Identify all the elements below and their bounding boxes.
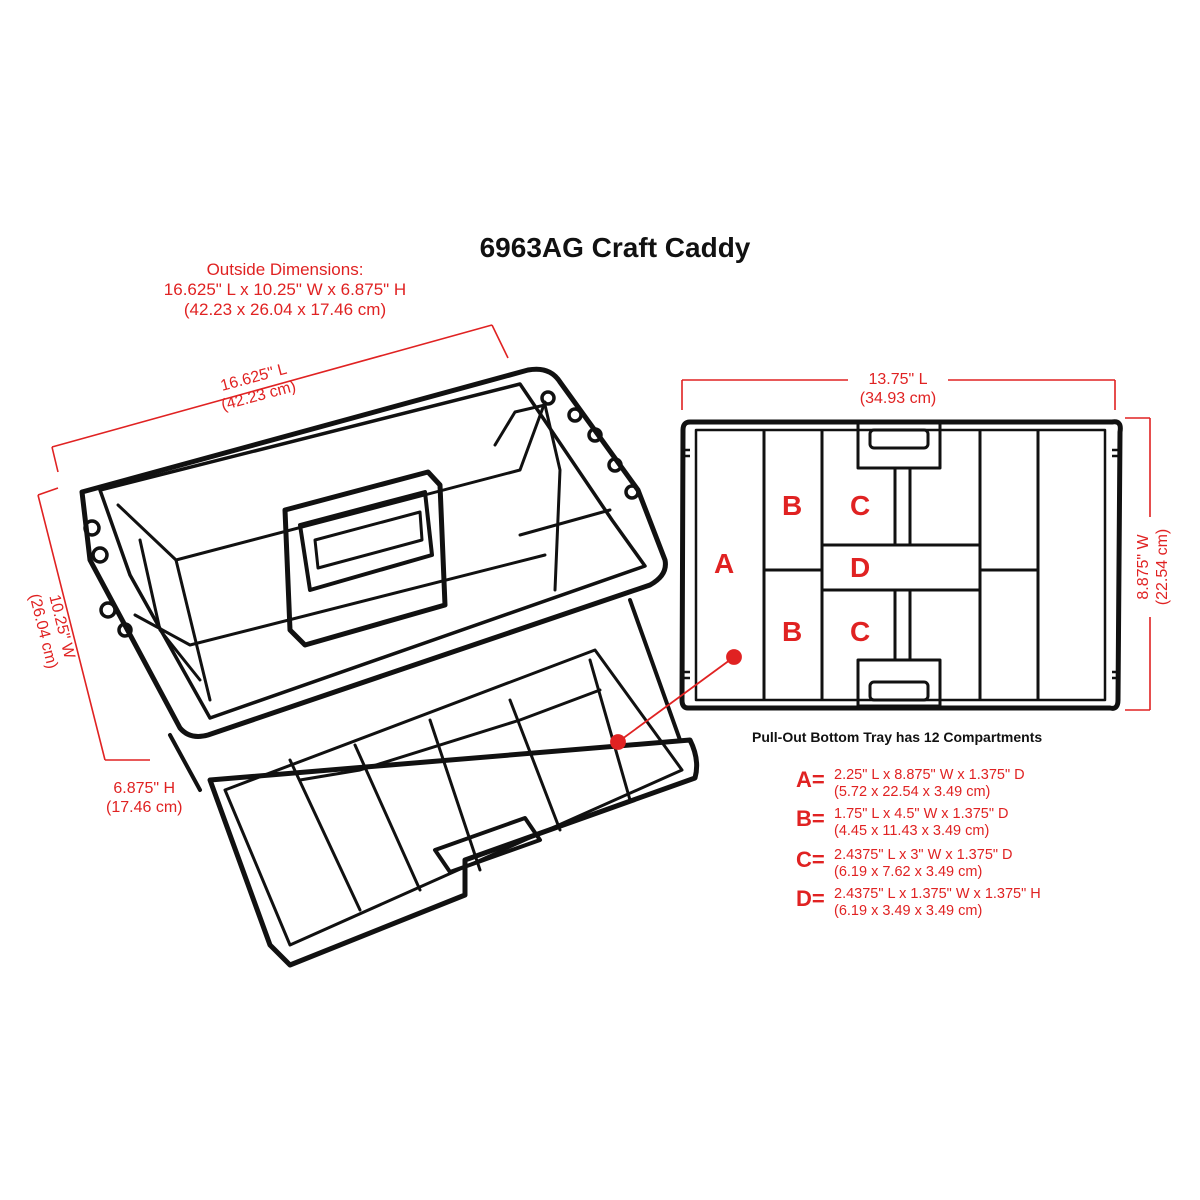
- caddy-handle-grip: [298, 490, 434, 592]
- caddy-inner-left: [174, 558, 212, 702]
- compartment-c-top-label: C: [850, 490, 871, 521]
- caddy-drawer-walls: [288, 658, 632, 912]
- outside-dimensions-line1: 16.625" L x 10.25" W x 6.875" H: [163, 280, 407, 299]
- compartment-b-bottom-label: B: [782, 616, 803, 647]
- compartment-d-label: D: [850, 552, 871, 583]
- outside-dimensions: Outside Dimensions: 16.625" L x 10.25" W…: [130, 260, 440, 320]
- page-title: 6963AG Craft Caddy: [479, 232, 751, 263]
- tray-length-label: 13.75" L (34.93 cm): [848, 370, 948, 408]
- caddy-drawing: [79, 366, 700, 968]
- caddy-drawer: [207, 737, 700, 968]
- tray-dimension-lines: [681, 379, 1151, 711]
- tray-heading: Pull-Out Bottom Tray has 12 Compartments: [752, 729, 1043, 745]
- caddy-inner-floor: [133, 553, 547, 647]
- outside-dimensions-line2: (42.23 x 26.04 x 17.46 cm): [183, 300, 387, 319]
- caddy-inner-back: [116, 400, 547, 562]
- caddy-drawer-pull: [433, 816, 542, 874]
- caddy-handle: [282, 469, 448, 648]
- callout-pointer: [610, 649, 742, 750]
- caddy-height-label: 6.875" H (17.46 cm): [106, 780, 183, 816]
- caddy-rim-inner: [98, 382, 647, 720]
- tray-inner: [694, 428, 1107, 702]
- compartment-b-top-label: B: [782, 490, 803, 521]
- caddy-body-side: [168, 598, 682, 792]
- caddy-rim-outer: [79, 366, 668, 739]
- caddy-dimension-lines: [37, 324, 509, 761]
- caddy-divider-left: [138, 538, 202, 682]
- compartment-c-bottom-label: C: [850, 616, 871, 647]
- tray-drawing: [679, 419, 1123, 711]
- caddy-handle-grip-inner: [313, 510, 424, 570]
- outside-dimensions-heading: Outside Dimensions:: [206, 260, 364, 279]
- tray-outer: [679, 419, 1123, 711]
- compartment-a-label: A: [714, 548, 735, 579]
- caddy-drawer-inner: [223, 648, 684, 947]
- tray-width-label: 8.875" W (22.54 cm): [1134, 517, 1172, 617]
